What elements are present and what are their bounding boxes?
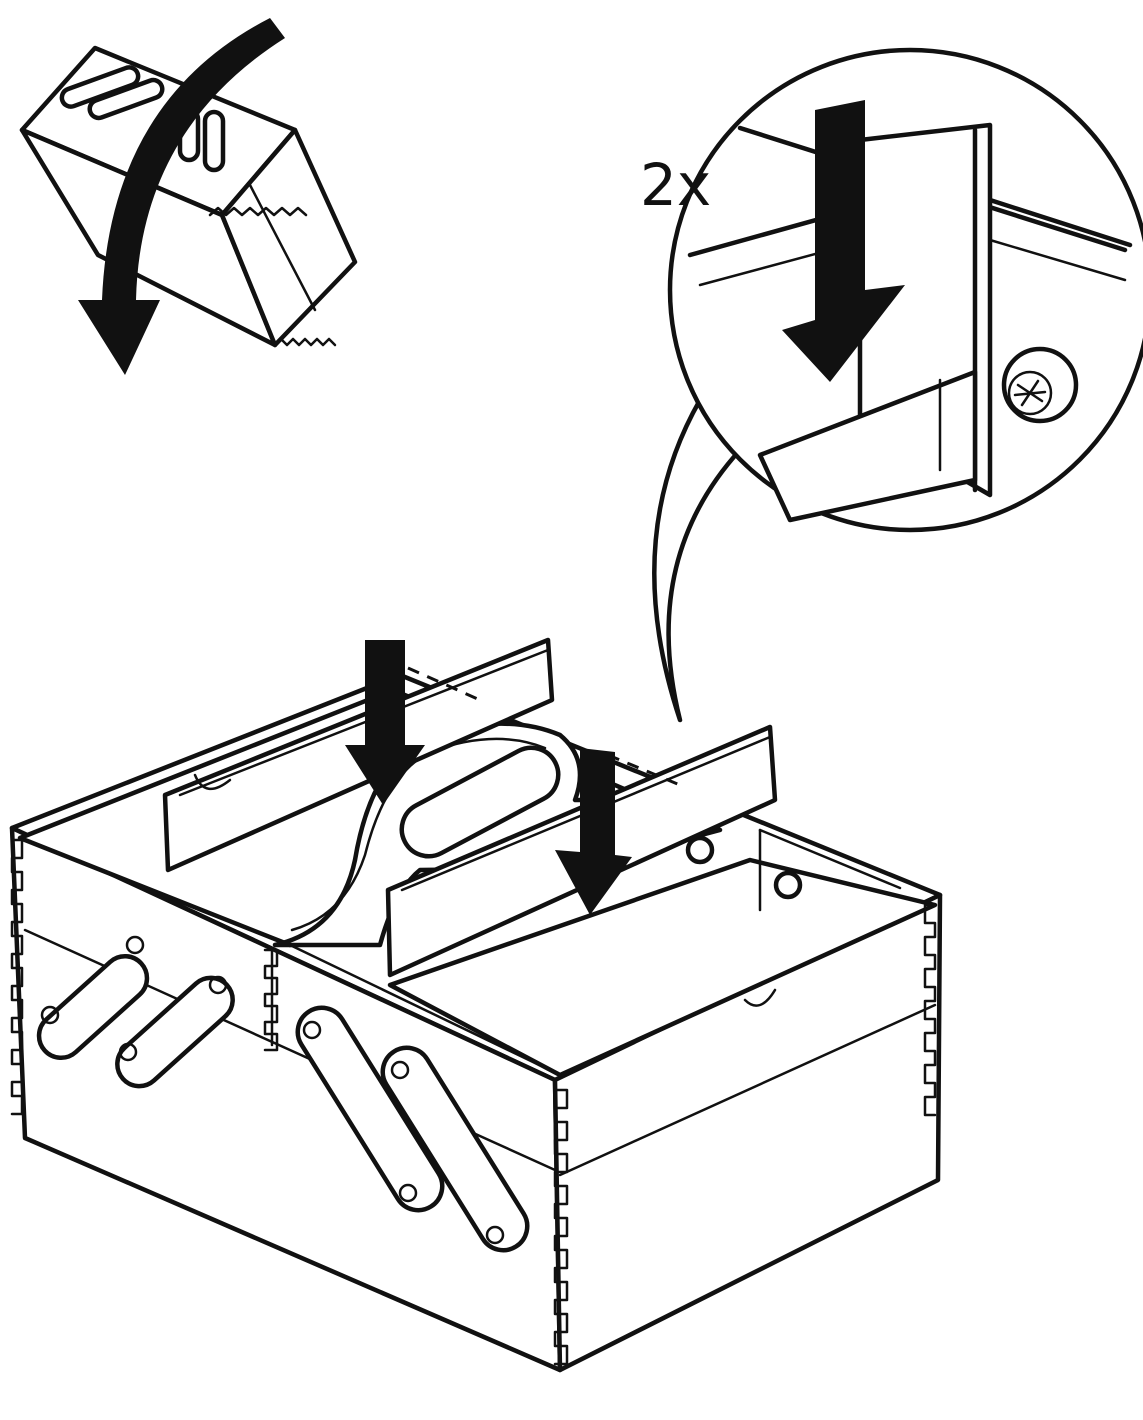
center-handle-divider (272, 721, 643, 948)
tool-box (9, 637, 943, 1373)
finger-joints-center (263, 948, 279, 1052)
quantity-label: 2x (640, 151, 711, 219)
side-handle-arms-front (295, 1005, 530, 1253)
rotate-arrow-icon (78, 18, 285, 375)
rotated-box-thumbnail (19, 45, 358, 348)
finger-joints-corner (553, 1088, 569, 1366)
thumbnail-handles (59, 65, 226, 173)
detail-callout: 2x (640, 47, 1143, 723)
finger-joints-left (10, 838, 24, 1116)
side-handle-arms-left (36, 935, 235, 1089)
down-arrow-icon (345, 640, 425, 805)
down-arrow-icon-detail (782, 100, 905, 382)
finger-joints-right (923, 903, 937, 1117)
down-arrow-icon-2 (555, 748, 632, 915)
